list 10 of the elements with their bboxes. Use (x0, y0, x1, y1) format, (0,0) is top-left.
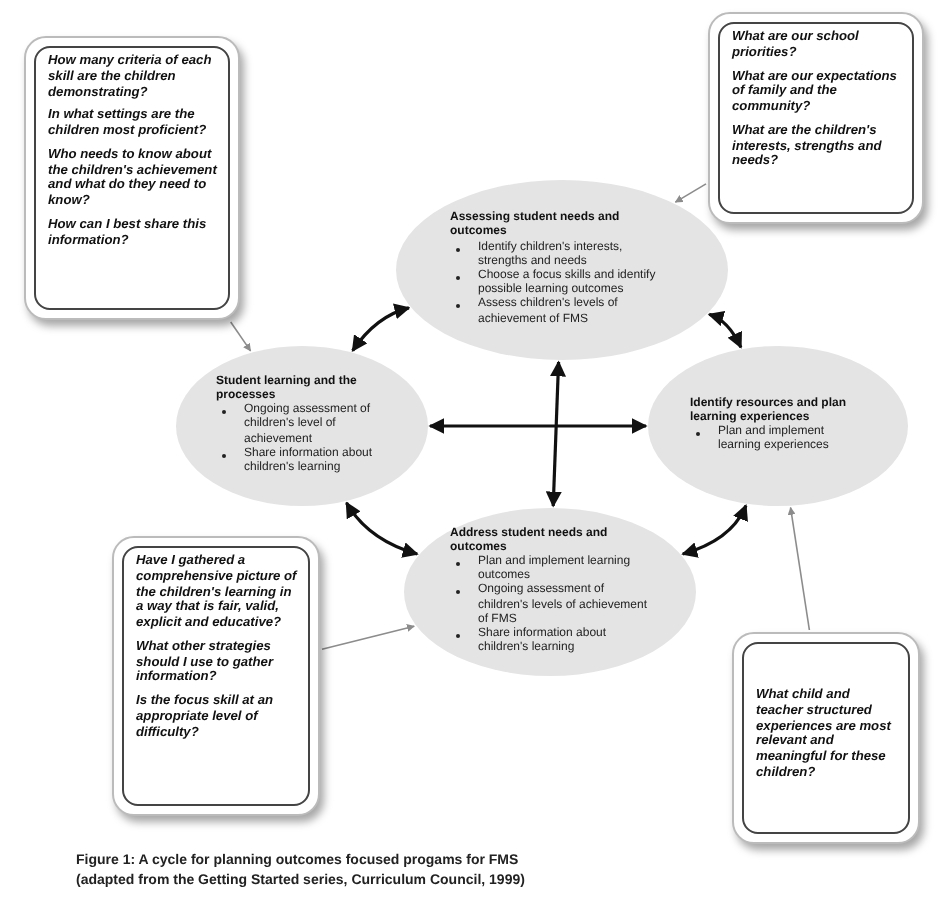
cycle-arrow (351, 304, 411, 352)
leader-line (229, 321, 252, 352)
leader-line (321, 624, 415, 651)
cycle-arrow (681, 504, 748, 558)
cycle-arrow (428, 418, 648, 434)
leader-line (787, 506, 811, 631)
cycle-arrow (545, 360, 567, 508)
leader-line (674, 183, 707, 203)
cycle-arrow (707, 311, 743, 349)
cycle-arrow (345, 501, 419, 558)
